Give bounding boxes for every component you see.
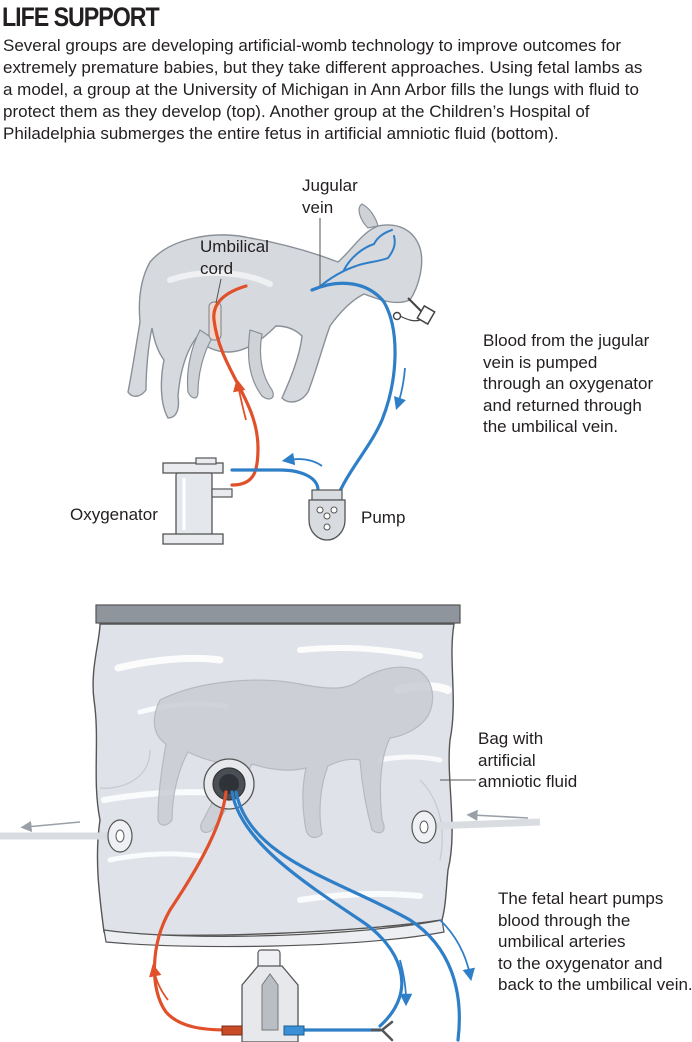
flow-arrow-icon [439,919,475,982]
jugular-vein-label: Jugular vein [302,176,358,217]
oxygenator-icon [221,949,305,1042]
intro-line: protect them as they develop (top). Anot… [3,102,590,121]
pump-icon [308,489,346,541]
flow-arrow-icon [149,963,169,1001]
intro-line: extremely premature babies, but they tak… [3,58,643,77]
oxygenator-label: Oxygenator [70,505,158,524]
flow-arrow-icon [281,452,323,467]
flow-arrow-icon [466,809,529,821]
flow-arrow-icon [20,820,81,833]
deoxygenated-line [234,790,461,1042]
tracheal-tube-icon [392,297,436,326]
deoxygenated-line [310,281,397,502]
umbilical-connector-icon [203,758,255,810]
bag-label: Bag with artificial amniotic fluid [478,729,578,791]
flow-arrow-icon [394,367,406,410]
deoxygenated-line [230,790,404,1028]
y-connector-icon [370,1020,394,1042]
deoxygenated-line [230,468,320,492]
flow-arrow-icon [399,959,413,1007]
left-port-icon [0,819,133,853]
pump-label: Pump [361,508,406,527]
oxygenator-icon [162,457,233,545]
intro-paragraph: Several groups are developing artificial… [3,35,692,145]
leader-line [215,278,222,304]
top-caption: Blood from the jugular vein is pumped th… [483,331,654,436]
umbilical-cord-label: Umbilical cord [200,237,269,278]
page-title: LIFE SUPPORT [2,2,160,32]
intro-line: Several groups are developing artificial… [3,36,621,55]
oxygenated-line [152,790,230,1032]
lamb-illustration [127,203,423,419]
intro-line: a model, a group at the University of Mi… [3,80,639,99]
bottom-caption: The fetal heart pumps blood through the … [498,889,692,994]
intro-line: Philadelphia submerges the entire fetus … [3,124,559,143]
bag-lid [95,604,461,624]
right-port-icon [411,810,541,844]
flow-arrow-icon [233,378,247,421]
